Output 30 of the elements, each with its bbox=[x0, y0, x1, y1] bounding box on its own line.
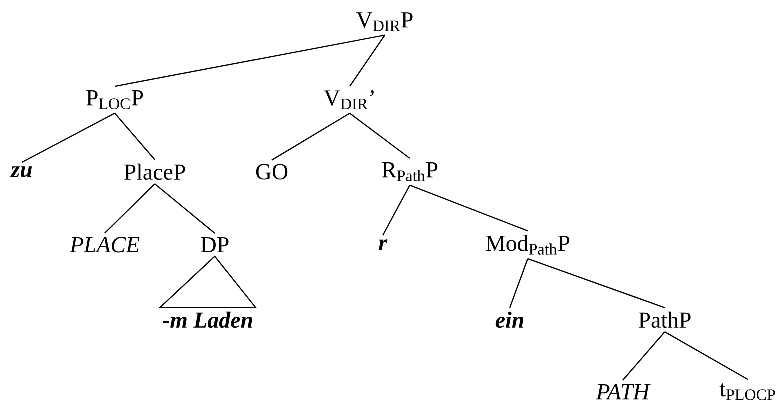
tree-label: PathP bbox=[638, 312, 691, 328]
tree-label: R$_{Path}$P bbox=[382, 162, 438, 182]
tree-label: PATH bbox=[596, 384, 651, 400]
tree-label: V$_{DIR}$’ bbox=[324, 90, 374, 110]
tree-label: V$_{DIR}$P bbox=[356, 12, 413, 32]
tree-label: r bbox=[379, 240, 388, 250]
tree-label: PLACE bbox=[70, 237, 140, 253]
tree-branch bbox=[622, 332, 666, 381]
tree-branch bbox=[410, 184, 528, 232]
tree-branch bbox=[22, 112, 116, 164]
tree-label: zu bbox=[10, 166, 32, 178]
tree-branch bbox=[509, 258, 529, 308]
tree-branch bbox=[528, 258, 666, 308]
tree-label: GO bbox=[256, 164, 288, 180]
tree-label: P$_{LOC}$P bbox=[86, 90, 144, 110]
tree-label: ein bbox=[496, 312, 524, 328]
tree-branch bbox=[114, 113, 156, 160]
tree-branch bbox=[104, 184, 156, 234]
tree-branch bbox=[154, 184, 216, 234]
tree-branch bbox=[350, 35, 386, 87]
tree-branch bbox=[114, 34, 386, 88]
tree-branch bbox=[382, 185, 411, 236]
tree-label: -m Laden bbox=[162, 312, 252, 328]
tree-branch bbox=[272, 112, 350, 161]
tree-label: DP bbox=[201, 237, 229, 253]
tree-label: PlaceP bbox=[124, 164, 186, 180]
tree-branch bbox=[664, 332, 748, 380]
tree-branch bbox=[350, 113, 410, 160]
tree-label: Mod$_{Path}$P bbox=[486, 235, 570, 255]
tree-label: t$_{PLOCP}$ bbox=[720, 384, 776, 400]
